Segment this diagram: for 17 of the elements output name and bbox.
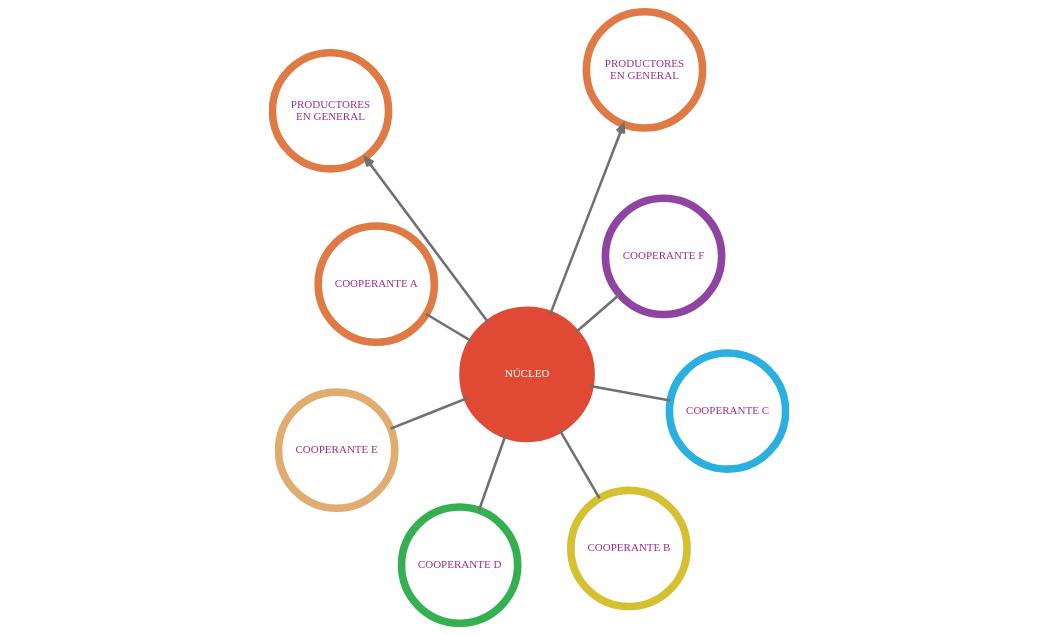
node-circle: COOPERANTE F xyxy=(601,194,726,319)
connector xyxy=(589,384,671,402)
arrow xyxy=(364,156,490,324)
node-circle: COOPERANTE E xyxy=(274,388,399,513)
node-circle: COOPERANTE C xyxy=(665,349,789,473)
node-circle: PRODUCTORES EN GENERAL xyxy=(269,48,393,173)
node-circle: COOPERANTE D xyxy=(397,503,522,627)
connector xyxy=(574,293,621,334)
connector xyxy=(425,312,473,343)
node-circle: NÚCLEO xyxy=(459,306,595,443)
arrow xyxy=(548,122,626,316)
connector xyxy=(558,429,601,499)
connector xyxy=(477,434,507,511)
node-circle: COOPERANTE A xyxy=(314,222,439,347)
connector xyxy=(390,397,468,430)
node-circle: PRODUCTORES EN GENERAL xyxy=(582,8,707,132)
node-circle: COOPERANTE B xyxy=(567,486,691,611)
